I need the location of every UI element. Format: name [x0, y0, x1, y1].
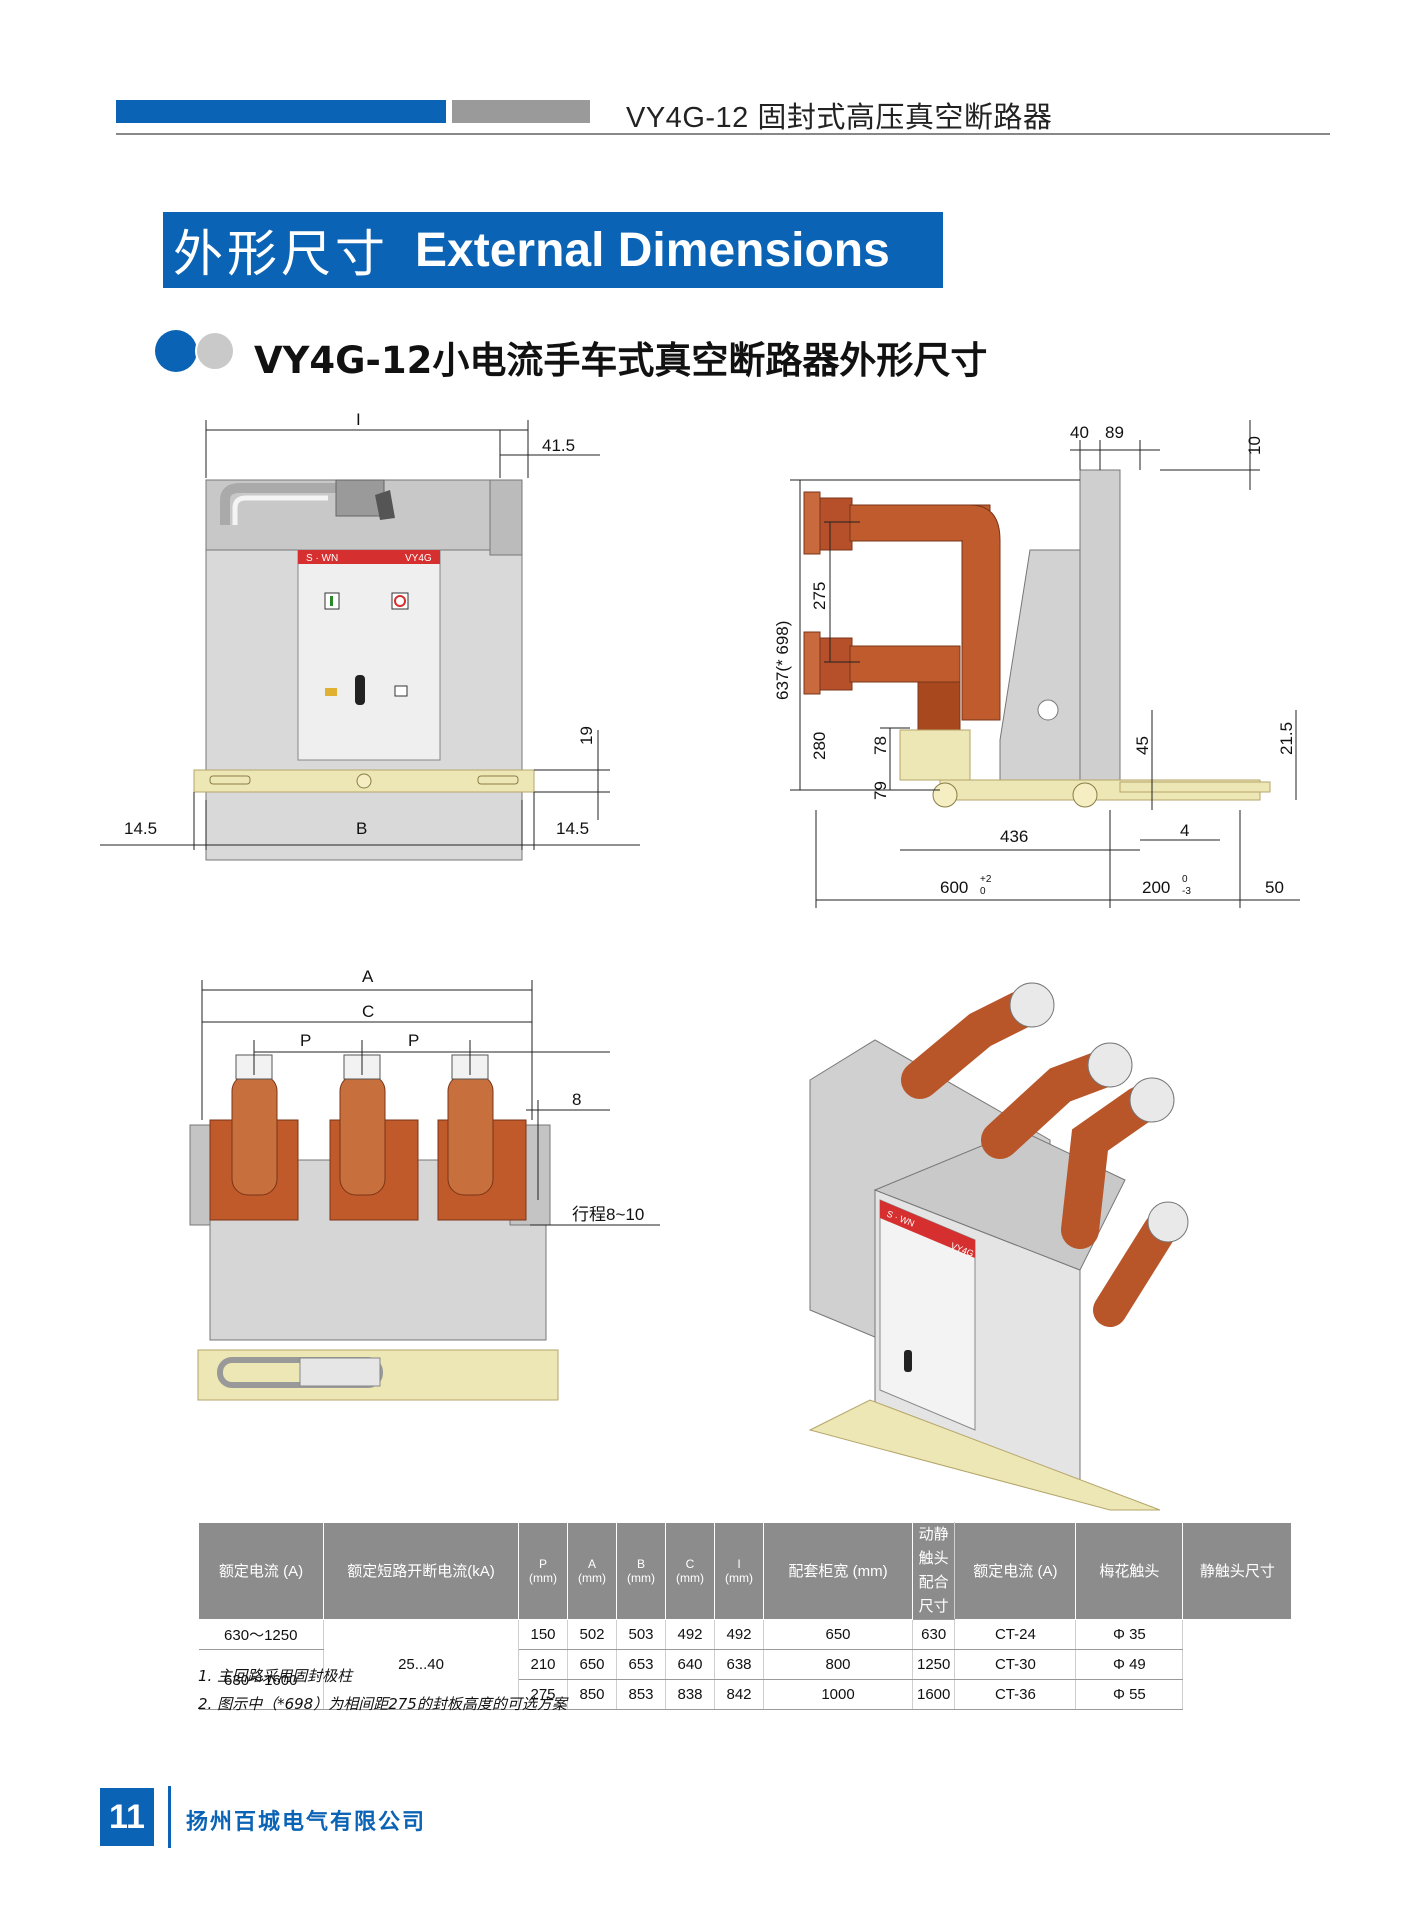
front-panel-brand: S · WN [306, 553, 338, 564]
dim-600-tol-down: 0 [980, 886, 986, 897]
dim-600-tol-up: +2 [980, 874, 992, 885]
dim-4: 4 [1180, 821, 1189, 840]
dim-B: B [356, 819, 367, 838]
th-A: A(mm) [567, 1522, 617, 1620]
dim-200-tol-up: 0 [1182, 874, 1188, 885]
table-row: 630～1600 210 650 653 640 638 800 1250 CT… [198, 1649, 1292, 1710]
isometric-product-image: S · WN VY4G [808, 982, 1189, 1511]
banner-title-cn: 外形尺寸 [173, 225, 389, 283]
dim-21-5: 21.5 [1277, 722, 1296, 755]
subtitle: VY4G-12小电流手车式真空断路器外形尺寸 [254, 339, 988, 382]
dim-A: A [362, 967, 374, 986]
dim-I: I [356, 410, 361, 429]
dim-P1: P [300, 1031, 311, 1050]
front-view-drawing: S · WN VY4G I 41.5 19 14.5 B 14.5 [100, 410, 640, 861]
dim-14-5-right: 14.5 [556, 819, 589, 838]
th-contact-size: 动静触头配合尺寸 [912, 1522, 956, 1620]
dim-89: 89 [1105, 423, 1124, 442]
dim-78: 78 [871, 736, 890, 755]
dim-436: 436 [1000, 827, 1028, 846]
section-banner: 外形尺寸 External Dimensions [163, 212, 943, 288]
header-divider [116, 133, 1330, 135]
table-header-row: 额定电流 (A) 额定短路开断电流(kA) P(mm) A(mm) B(mm) … [198, 1522, 1293, 1620]
dim-C: C [362, 1002, 374, 1021]
dim-19: 19 [577, 726, 596, 745]
front-panel-model: VY4G [405, 553, 432, 564]
dim-8: 8 [572, 1090, 581, 1109]
dim-275: 275 [810, 582, 829, 610]
dim-79: 79 [871, 781, 890, 800]
dim-41-5: 41.5 [542, 436, 575, 455]
pole-middle [329, 1054, 419, 1221]
th-rated-current-2: 额定电流 (A) [954, 1522, 1077, 1620]
th-plum-contact: 梅花触头 [1075, 1522, 1184, 1620]
subtitle-blue-dot-icon [155, 330, 197, 372]
company-name: 扬州百城电气有限公司 [186, 1810, 427, 1835]
breaking-current-cell: 25...40 [323, 1619, 519, 1710]
dim-40: 40 [1070, 423, 1089, 442]
dim-P2: P [408, 1031, 419, 1050]
th-cabinet-width: 配套柜宽 (mm) [763, 1522, 913, 1620]
page-number: 11 [100, 1788, 154, 1846]
dim-stroke: 行程8~10 [572, 1205, 644, 1224]
th-B: B(mm) [616, 1522, 666, 1620]
th-I: I(mm) [714, 1522, 764, 1620]
subtitle-gray-dot-icon [195, 331, 235, 371]
dim-637: 637(* 698) [773, 621, 792, 700]
notes: 1. 主回路采用固封极柱 2. 图示中（*698）为相间距275的封板高度的可选… [198, 1662, 567, 1718]
top-view-drawing: A C P P 8 行程8~10 [189, 967, 660, 1401]
dim-200-tol-down: -3 [1182, 886, 1191, 897]
side-view-drawing: 40 89 10 637(* 698) 275 280 78 79 45 21.… [773, 420, 1300, 908]
table-row: 630～1250 25...40 150 502 503 492 492 650… [198, 1619, 1292, 1710]
th-C: C(mm) [665, 1522, 715, 1620]
footer-divider [168, 1786, 171, 1848]
pole-right [437, 1054, 527, 1221]
note-2: 2. 图示中（*698）为相间距275的封板高度的可选方案 [198, 1695, 567, 1713]
table-row: 275 850 853 838 842 1000 1600 CT-36 Φ 55 [199, 1679, 1292, 1710]
dim-50: 50 [1265, 878, 1284, 897]
th-P: P(mm) [518, 1522, 568, 1620]
dim-200: 200 [1142, 878, 1170, 897]
spec-table: 额定电流 (A) 额定短路开断电流(kA) P(mm) A(mm) B(mm) … [198, 1522, 1293, 1710]
banner-title-en: External Dimensions [415, 223, 890, 277]
th-breaking-current: 额定短路开断电流(kA) [323, 1522, 519, 1620]
dim-600: 600 [940, 878, 968, 897]
header-accent-bar [116, 100, 446, 123]
dim-45: 45 [1133, 736, 1152, 755]
dim-14-5-left: 14.5 [124, 819, 157, 838]
note-1: 1. 主回路采用固封极柱 [198, 1667, 353, 1685]
th-rated-current: 额定电流 (A) [198, 1522, 324, 1620]
pole-left [209, 1054, 299, 1221]
header-title: VY4G-12 固封式高压真空断路器 [626, 102, 1053, 134]
th-static-contact: 静触头尺寸 [1182, 1522, 1293, 1620]
dim-280: 280 [810, 732, 829, 760]
dim-10: 10 [1245, 436, 1264, 455]
header-gray-bar [452, 100, 590, 123]
